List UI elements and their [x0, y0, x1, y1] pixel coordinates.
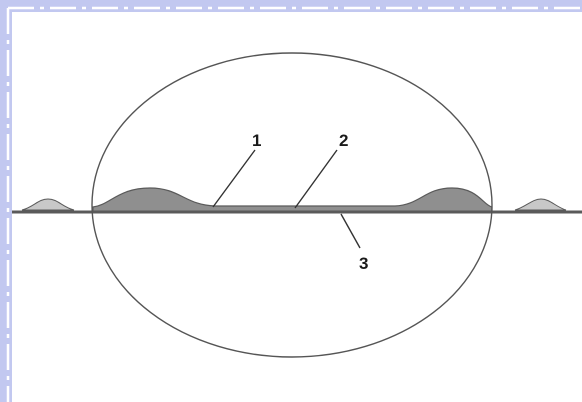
main-ellipse — [91, 52, 493, 358]
deposit-layer — [92, 187, 493, 213]
right-outer-bump — [514, 198, 567, 211]
left-outer-bump — [21, 198, 75, 211]
frame-left-band — [0, 0, 12, 402]
leader-line-2 — [294, 149, 338, 209]
callout-label-3: 3 — [359, 254, 368, 273]
callout-label-2: 2 — [339, 131, 348, 150]
leader-line-1 — [212, 149, 256, 208]
leader-line-3 — [340, 213, 361, 249]
callout-label-1: 1 — [252, 131, 261, 150]
frame-top-band — [0, 0, 582, 12]
